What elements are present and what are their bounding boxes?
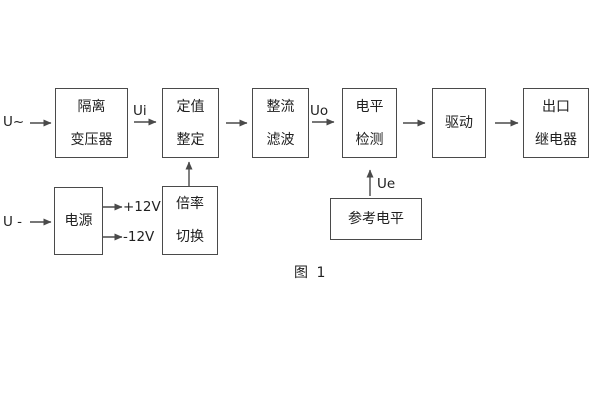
block-ratio-switch-line1: 倍率 <box>176 196 204 212</box>
block-level-detect-line1: 电平 <box>355 98 384 115</box>
block-reference-level: 参考电平 <box>330 198 422 240</box>
block-rectifier-filter-line2: 滤波 <box>266 131 295 148</box>
block-setting-adjust-line1: 定值 <box>176 98 205 115</box>
block-ratio-switch: 倍率 切换 <box>162 186 218 255</box>
block-level-detect-line2: 检测 <box>355 131 384 148</box>
block-output-relay-line2: 继电器 <box>535 131 577 148</box>
block-level-detect: 电平 检测 <box>342 88 397 158</box>
signal-ui-label: Ui <box>133 103 147 119</box>
input-ac-label: U~ <box>3 114 25 130</box>
block-setting-adjust-line2: 整定 <box>176 131 205 148</box>
block-isolation-transformer-line2: 变压器 <box>70 131 113 148</box>
block-drive: 驱动 <box>432 88 486 158</box>
signal-ue-label: Ue <box>377 176 396 192</box>
block-drive-line1: 驱动 <box>445 115 473 131</box>
block-output-relay: 出口 继电器 <box>523 88 589 158</box>
block-output-relay-line1: 出口 <box>542 98 570 115</box>
block-reference-level-line1: 参考电平 <box>348 211 404 227</box>
figure-caption: 图 1 <box>294 265 328 281</box>
block-power-supply: 电源 <box>54 187 103 255</box>
block-setting-adjust: 定值 整定 <box>162 88 219 158</box>
block-power-supply-line1: 电源 <box>64 213 93 229</box>
rail-minus12-label: -12V <box>123 229 155 245</box>
signal-uo-label: Uo <box>310 103 329 119</box>
block-rectifier-filter-line1: 整流 <box>266 98 295 115</box>
input-dc-label: U - <box>3 214 23 230</box>
block-ratio-switch-line2: 切换 <box>176 229 204 245</box>
rail-plus12-label: +12V <box>123 199 161 215</box>
block-rectifier-filter: 整流 滤波 <box>252 88 309 158</box>
block-isolation-transformer: 隔离 变压器 <box>55 88 128 158</box>
block-isolation-transformer-line1: 隔离 <box>77 98 106 115</box>
